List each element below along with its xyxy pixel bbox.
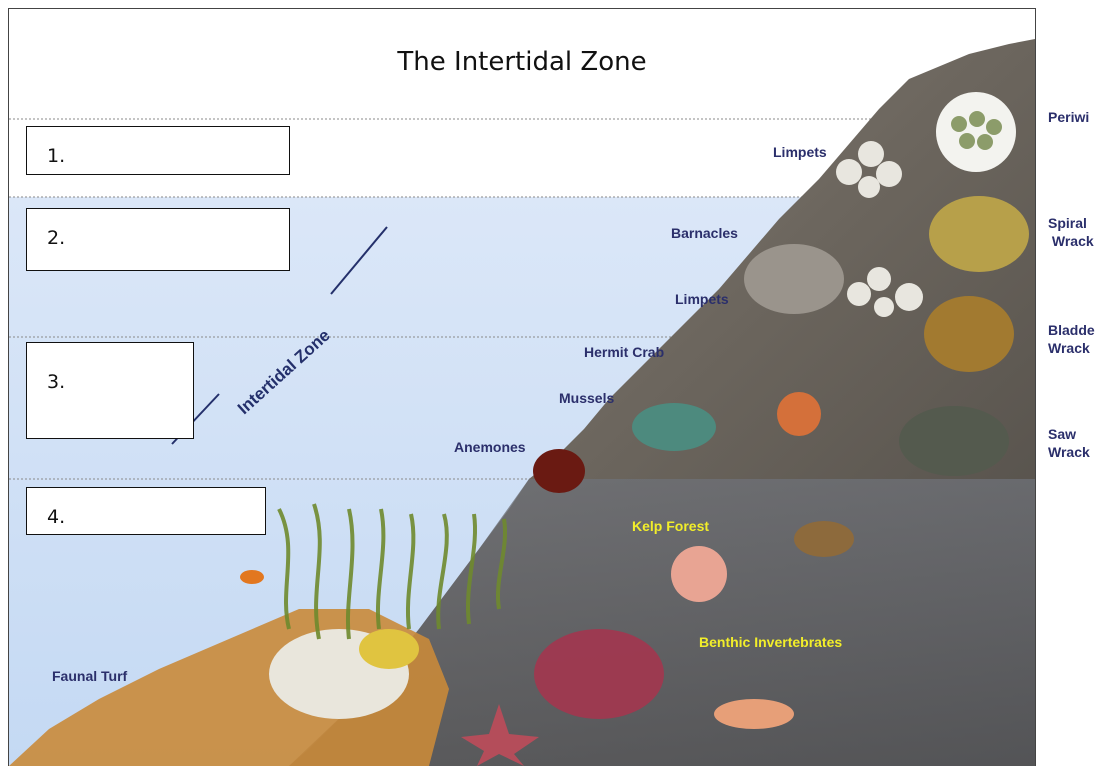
answer-box-3[interactable]: 3. [26,342,194,439]
side-label-bladder-wrack: Bladde Wrack [1048,321,1095,357]
side-label-saw-wrack: Saw Wrack [1048,425,1090,461]
label-barnacles: Barnacles [671,225,738,241]
label-limpets-top: Limpets [773,144,827,160]
label-kelp-forest: Kelp Forest [632,518,709,534]
fish [240,570,264,584]
barnacles [744,244,844,314]
label-limpets-mid: Limpets [675,291,729,307]
saw-wrack [899,406,1009,476]
label-hermit-crab: Hermit Crab [584,344,664,360]
label-anemones: Anemones [454,439,526,455]
side-label-spiral-wrack: Spiral Wrack [1048,214,1094,250]
label-mussels: Mussels [559,390,614,406]
periwinkle-dish [936,92,1016,172]
label-faunal-turf: Faunal Turf [52,668,127,684]
answer-box-2[interactable]: 2. [26,208,290,271]
answer-box-4[interactable]: 4. [26,487,266,535]
diagram-title: The Intertidal Zone [9,47,1035,77]
hermit-crab [777,392,821,436]
spiral-wrack [929,196,1029,272]
coral-yellow [359,629,419,669]
bladder-wrack [924,296,1014,372]
sea-slug [714,699,794,729]
answer-box-1[interactable]: 1. [26,126,290,175]
benthic-cluster [534,629,664,719]
side-label-periwinkles: Periwi [1048,108,1089,126]
anemone-red [533,449,585,493]
mussels [632,403,716,451]
crab [794,521,854,557]
anemone-pink [671,546,727,602]
diagram-frame: The Intertidal Zone 1. 2. 3. 4. Intertid… [8,8,1036,766]
label-benthic-invertebrates: Benthic Invertebrates [699,634,842,650]
